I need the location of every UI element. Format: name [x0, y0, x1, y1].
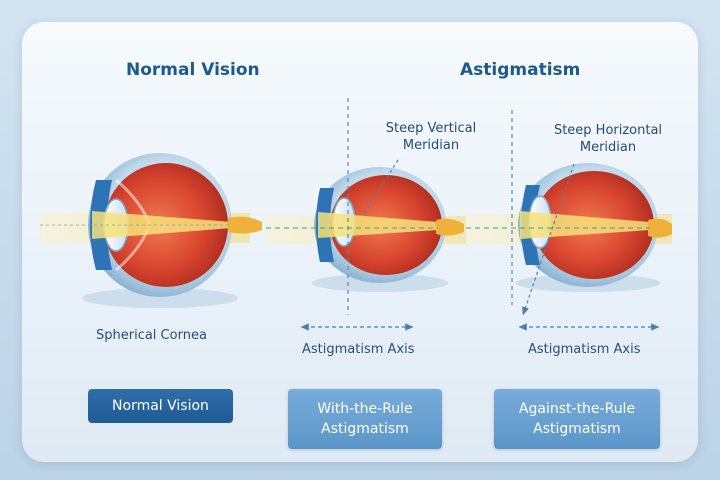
normal-vision-heading: Normal Vision: [126, 60, 260, 80]
astigmatism-heading: Astigmatism: [460, 60, 581, 80]
against-the-rule-button[interactable]: Against-the-Rule Astigmatism: [494, 389, 660, 449]
with-the-rule-button[interactable]: With-the-Rule Astigmatism: [288, 389, 442, 449]
axis-label-right: Astigmatism Axis: [528, 342, 641, 357]
eye-normal: [40, 153, 262, 308]
steep-vertical-callout: Steep Vertical Meridian: [385, 121, 477, 153]
eye-against-the-rule: [466, 110, 672, 331]
eye-with-the-rule: [266, 98, 466, 331]
steep-horizontal-callout: Steep Horizontal Meridian: [553, 123, 663, 155]
spherical-cornea-label: Spherical Cornea: [96, 328, 207, 343]
axis-label-middle: Astigmatism Axis: [302, 342, 415, 357]
normal-vision-button[interactable]: Normal Vision: [88, 389, 233, 423]
